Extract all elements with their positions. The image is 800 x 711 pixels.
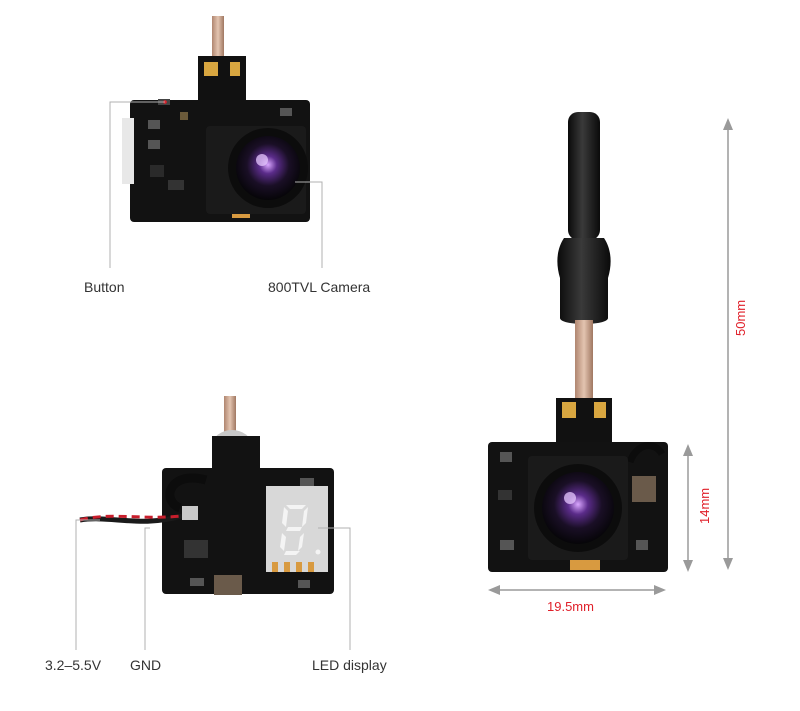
leader-gnd: [144, 527, 150, 650]
leader-voltage: [75, 519, 100, 650]
label-led-display: LED display: [312, 657, 387, 673]
label-voltage: 3.2–5.5V: [45, 657, 102, 673]
module-with-antenna-right: [488, 112, 668, 572]
dimension-arrow-total-height: [723, 118, 733, 570]
leader-led: [318, 527, 351, 650]
label-button: Button: [84, 279, 125, 295]
label-camera: 800TVL Camera: [268, 279, 371, 295]
dimension-width-board: 19.5mm: [547, 599, 594, 614]
leader-button: [109, 101, 165, 268]
dimension-height-board: 14mm: [697, 487, 712, 524]
label-gnd: GND: [130, 657, 162, 673]
module-front-top: [122, 16, 310, 222]
dimension-arrow-board-width: [488, 585, 666, 595]
module-rear-bottom: [79, 396, 334, 595]
leader-camera: [295, 181, 323, 268]
dimension-height-total: 50mm: [733, 299, 748, 336]
dimension-arrow-board-height: [683, 444, 693, 572]
